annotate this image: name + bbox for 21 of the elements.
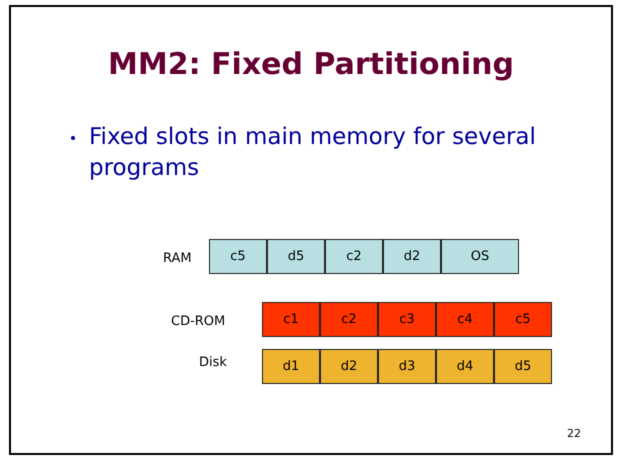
page-number: 22 [567, 427, 581, 440]
memory-slot: d2 [320, 349, 378, 384]
memory-slot: d3 [378, 349, 436, 384]
bullet-point: Fixed slots in main memory for several programs [69, 122, 609, 184]
memory-slot: d4 [436, 349, 494, 384]
memory-slot: c2 [320, 302, 378, 337]
memory-slot: c3 [378, 302, 436, 337]
memory-slot: c4 [436, 302, 494, 337]
row-label: Disk [199, 355, 227, 370]
memory-slot: c5 [494, 302, 552, 337]
memory-slot: c2 [325, 239, 383, 274]
memory-slot: d5 [494, 349, 552, 384]
memory-slot: c5 [209, 239, 267, 274]
row-label: CD-ROM [171, 314, 226, 329]
slide-title: MM2: Fixed Partitioning [107, 47, 515, 82]
memory-slot: c1 [262, 302, 320, 337]
row-label: RAM [163, 251, 192, 266]
memory-slot: OS [441, 239, 519, 274]
memory-slot: d1 [262, 349, 320, 384]
memory-slot: d2 [383, 239, 441, 274]
memory-slot: d5 [267, 239, 325, 274]
